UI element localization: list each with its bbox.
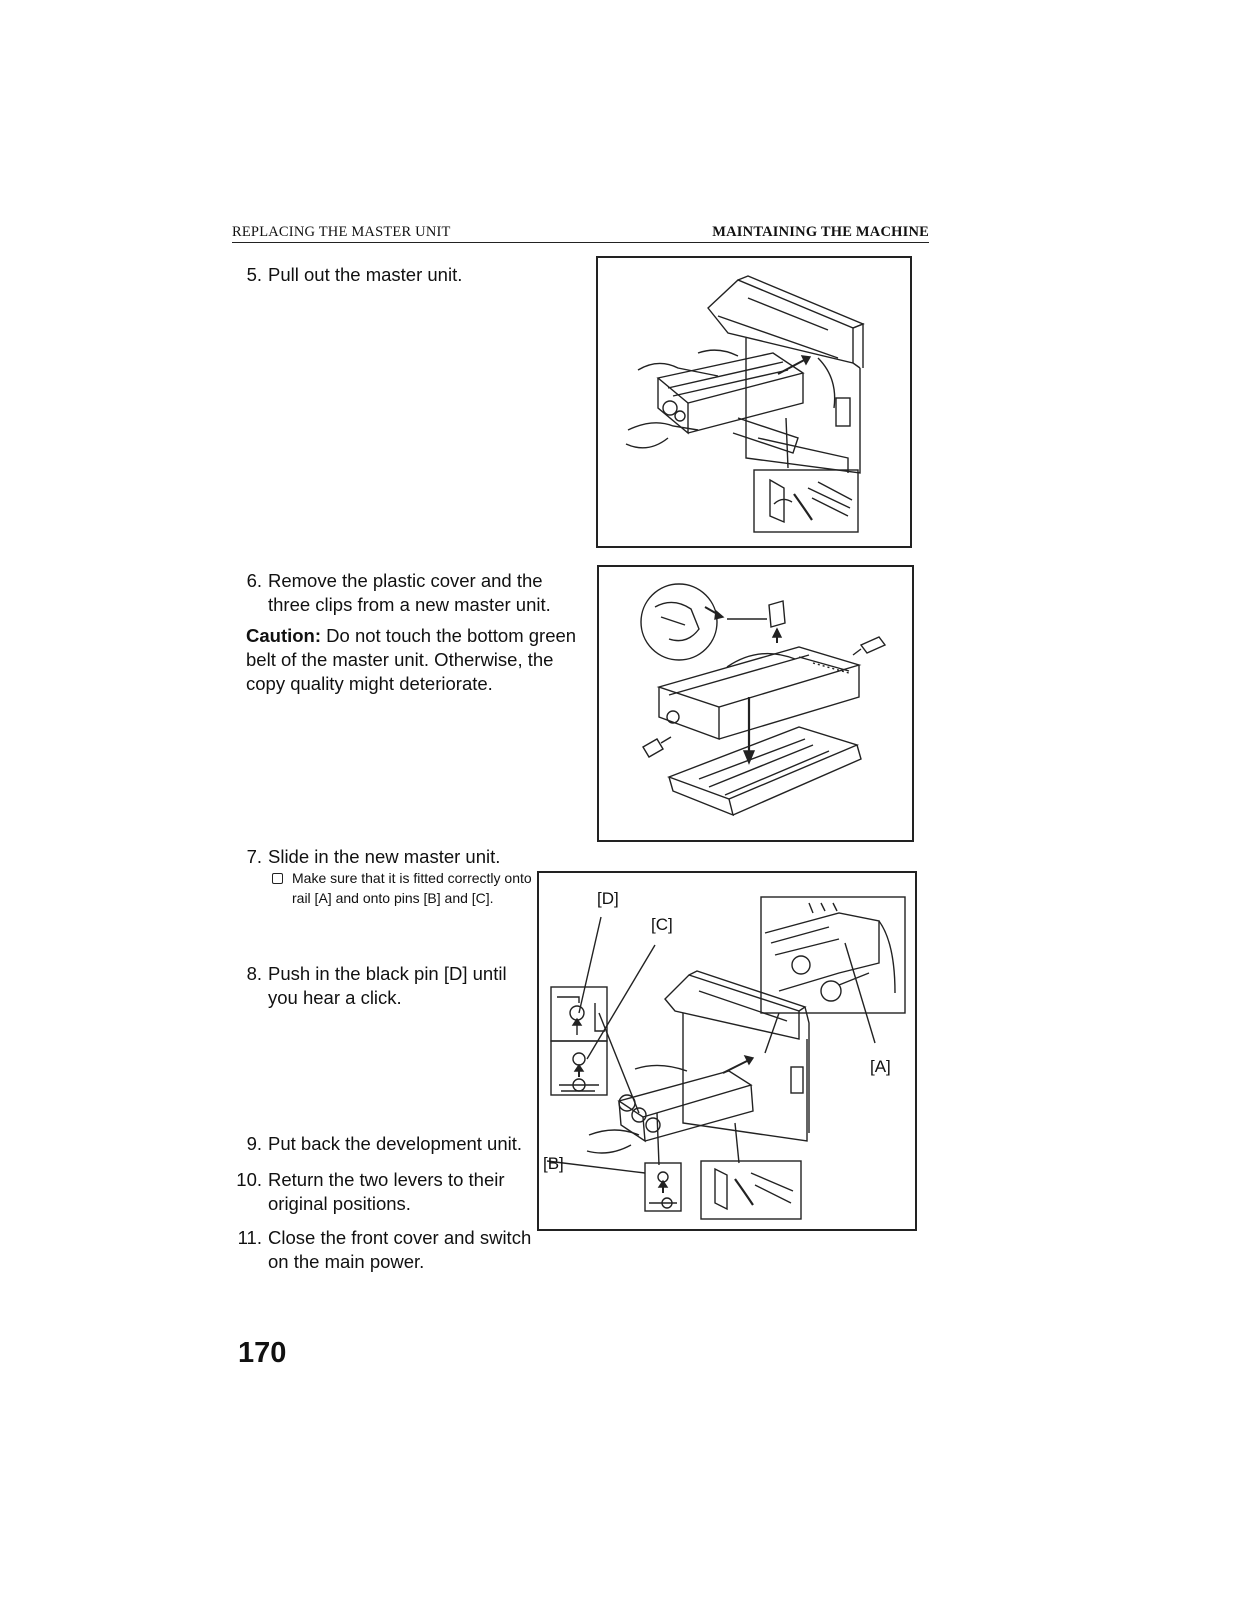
callout-b: [B]: [543, 1154, 564, 1173]
figure-remove-cover-clips: [597, 565, 914, 842]
step-number: 11.: [237, 1227, 262, 1248]
slide-in-illustration: [546, 896, 906, 1220]
step-7: 7. Slide in the new master unit.: [236, 845, 536, 869]
caution-note: Caution: Do not touch the bottom green b…: [246, 624, 591, 696]
pull-out-illustration: [625, 275, 865, 533]
callout-a: [A]: [870, 1057, 891, 1076]
step-text: Slide in the new master unit.: [268, 846, 501, 867]
callout-c: [C]: [651, 915, 673, 934]
checkbox-bullet-icon: [272, 873, 283, 884]
step-7-note: Make sure that it is fitted correctly on…: [272, 868, 532, 908]
figure-pull-out-master-unit: [596, 256, 912, 548]
step-number: 9.: [246, 1133, 262, 1154]
step-text: Put back the development unit.: [268, 1133, 523, 1154]
step-8: 8. Push in the black pin [D] until you h…: [236, 962, 526, 1010]
running-header-chapter: MAINTAINING THE MACHINE: [712, 224, 929, 240]
figure-slide-in-master-unit: [D] [C] [A] [B]: [537, 871, 917, 1231]
step-5: 5. Pull out the master unit.: [236, 263, 576, 287]
note-text: Make sure that it is fitted correctly on…: [292, 870, 532, 906]
caution-label: Caution:: [246, 625, 322, 646]
step-11: 11. Close the front cover and switch on …: [236, 1226, 536, 1274]
step-text: Return the two levers to their original …: [268, 1169, 505, 1214]
callout-d: [D]: [597, 889, 619, 908]
page-number: 170: [238, 1337, 287, 1369]
step-text: Push in the black pin [D] until you hear…: [268, 963, 507, 1008]
step-6: 6. Remove the plastic cover and the thre…: [236, 569, 576, 617]
step-number: 6.: [246, 570, 262, 591]
running-header-section: REPLACING THE MASTER UNIT: [232, 224, 451, 240]
step-number: 8.: [246, 963, 262, 984]
step-text: Pull out the master unit.: [268, 264, 463, 285]
caution-text: Do not touch the bottom green belt of th…: [246, 625, 577, 694]
step-10: 10. Return the two levers to their origi…: [236, 1168, 536, 1216]
step-9: 9. Put back the development unit.: [236, 1132, 536, 1156]
step-text: Close the front cover and switch on the …: [268, 1227, 532, 1272]
step-number: 5.: [246, 264, 262, 285]
step-number: 10.: [236, 1169, 262, 1190]
cover-clips-illustration: [640, 583, 887, 817]
header-rule: [232, 242, 929, 243]
step-number: 7.: [246, 846, 262, 867]
step-text: Remove the plastic cover and the three c…: [268, 570, 551, 615]
